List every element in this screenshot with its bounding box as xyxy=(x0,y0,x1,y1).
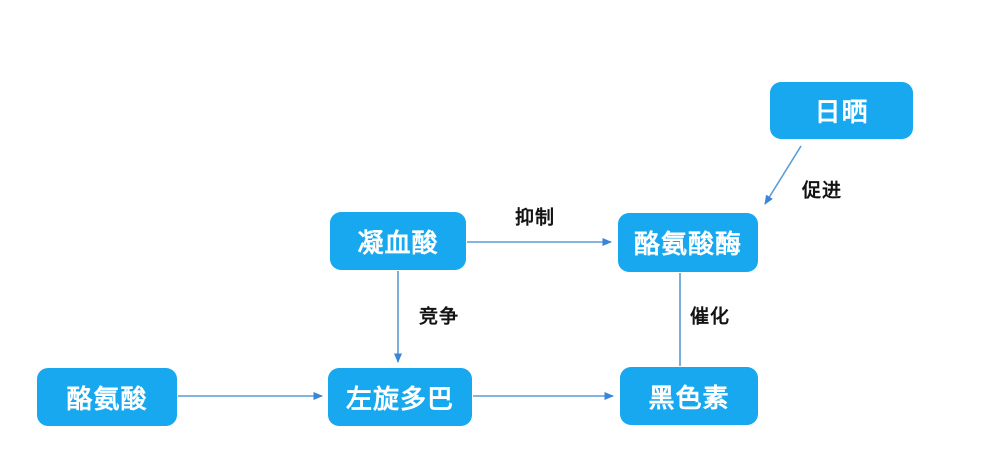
edge-label-sun-to-tyrosinase: 促进 xyxy=(801,180,843,202)
node-tyrosine: 酪氨酸 xyxy=(37,368,177,426)
node-melanin: 黑色素 xyxy=(620,367,758,425)
edge-label-tyrosinase-to-melanin: 催化 xyxy=(689,306,731,328)
edge-sun-to-tyrosinase xyxy=(764,145,802,205)
node-levodopa: 左旋多巴 xyxy=(328,368,472,426)
node-sun: 日晒 xyxy=(770,82,913,139)
node-tyrosinase: 酪氨酸酶 xyxy=(618,213,758,272)
edge-label-tranexamic-acid-to-levodopa: 竞争 xyxy=(418,306,460,328)
node-tranexamic-acid: 凝血酸 xyxy=(330,212,466,270)
edge-label-tranexamic-acid-to-tyrosinase: 抑制 xyxy=(514,207,556,229)
